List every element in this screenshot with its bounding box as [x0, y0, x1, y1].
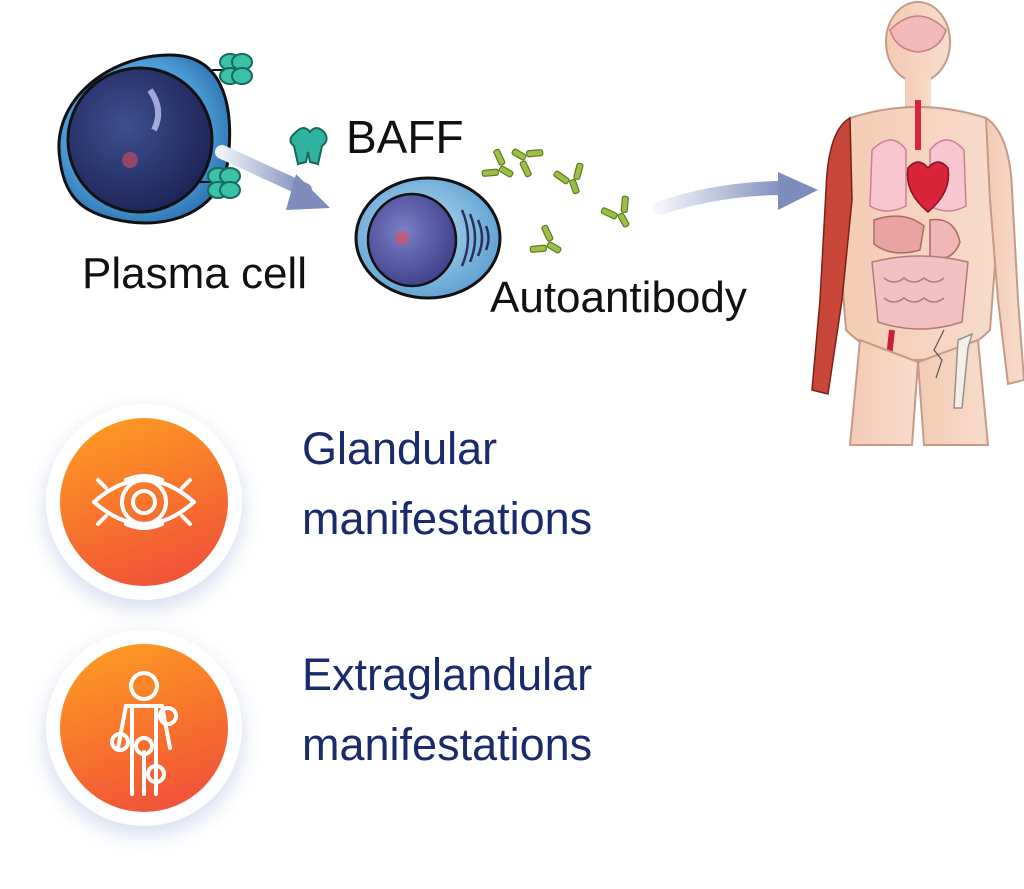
glandular-manifestation-item: Glandular manifestations [46, 404, 746, 604]
baff-molecule-icon [289, 127, 328, 166]
eye-icon [92, 474, 196, 530]
activated-cell-illustration [354, 176, 502, 300]
extraglandular-heading: Extraglandular manifestations [302, 640, 592, 780]
extraglandular-line1: Extraglandular [302, 649, 593, 700]
arrow-plasma-to-cell [215, 145, 330, 210]
autoantibody-group [479, 136, 642, 266]
glandular-line2: manifestations [302, 493, 593, 544]
glandular-heading: Glandular manifestations [302, 414, 592, 554]
autoantibody-label: Autoantibody [490, 273, 747, 322]
plasma-cell-illustration [57, 53, 253, 225]
arrow-cell-to-body [653, 172, 818, 215]
body-joints-icon [110, 671, 178, 796]
extraglandular-manifestation-item: Extraglandular manifestations [46, 630, 746, 830]
extraglandular-line2: manifestations [302, 719, 593, 770]
extraglandular-badge [46, 630, 242, 826]
glandular-line1: Glandular [302, 423, 498, 474]
plasma-cell-label: Plasma cell [82, 249, 307, 298]
glandular-badge [46, 404, 242, 600]
baff-label: BAFF [346, 111, 464, 163]
human-body-anatomy [811, 1, 1024, 446]
